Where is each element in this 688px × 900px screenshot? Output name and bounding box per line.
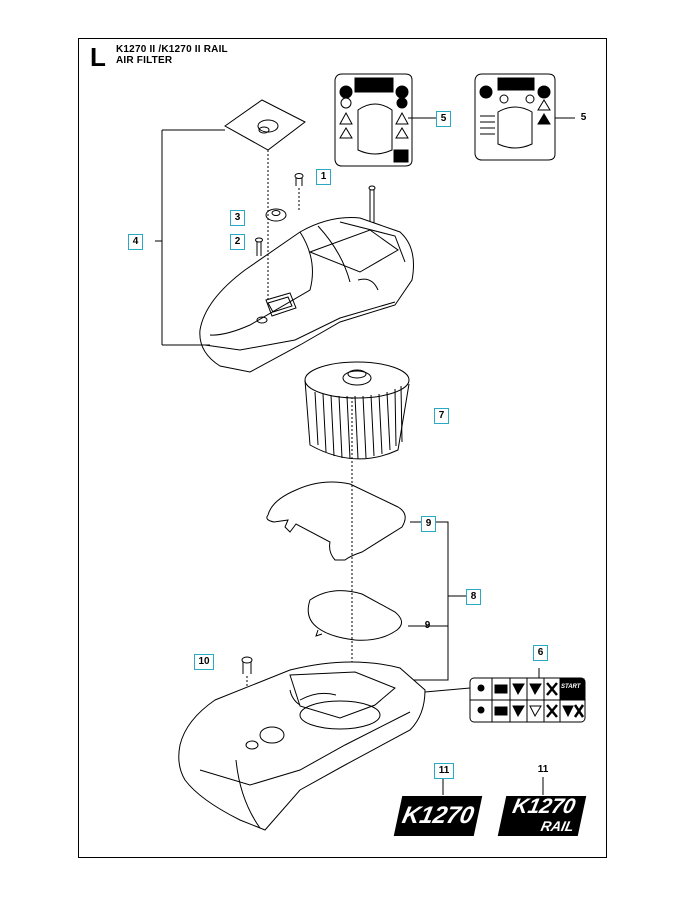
gasket-upper-part-9 — [266, 481, 406, 561]
decal-part-5 — [334, 73, 437, 167]
callout-6: 6 — [533, 645, 548, 661]
drawing-frame — [78, 38, 607, 858]
gasket-lower-part-9 — [307, 590, 402, 641]
leader-part-4 — [155, 129, 225, 346]
decal-part-5-alt — [474, 73, 575, 161]
top-gasket-plate — [224, 99, 306, 151]
start-label: START — [561, 684, 581, 690]
filter-element-part-7 — [304, 361, 410, 460]
section-letter: L — [90, 42, 106, 72]
leader-part-8 — [405, 521, 466, 681]
callout-5-boxed: 5 — [436, 111, 451, 127]
callout-2: 2 — [230, 234, 245, 250]
callout-10: 10 — [194, 654, 214, 670]
callout-5: 5 — [580, 112, 587, 123]
callout-7: 7 — [434, 408, 449, 424]
callout-9: 9 — [424, 620, 431, 631]
washer-part-3 — [265, 208, 287, 222]
callout-11-boxed: 11 — [434, 763, 454, 779]
k1270-rail-logo-decal: K1270 RAIL — [497, 795, 587, 836]
k1270-rail-logo-top: K1270 — [510, 795, 578, 818]
callout-9-boxed: 9 — [421, 516, 436, 532]
screw-part-2 — [255, 237, 263, 256]
air-filter-base — [178, 661, 426, 831]
k1270-rail-logo-bottom: RAIL — [539, 818, 576, 834]
callout-11: 11 — [537, 764, 549, 775]
leader-part-6 — [424, 687, 471, 693]
screw-part-1 — [294, 173, 304, 212]
callout-1: 1 — [316, 169, 331, 185]
model-line: K1270 II /K1270 II RAIL — [116, 44, 228, 55]
callout-4: 4 — [128, 234, 143, 250]
k1270-logo-decal: K1270 — [393, 796, 483, 836]
group-title: AIR FILTER — [116, 55, 173, 66]
decal-part-6 — [469, 677, 586, 723]
air-filter-cover — [199, 217, 414, 373]
callout-8: 8 — [466, 589, 481, 605]
callout-3: 3 — [230, 210, 245, 226]
